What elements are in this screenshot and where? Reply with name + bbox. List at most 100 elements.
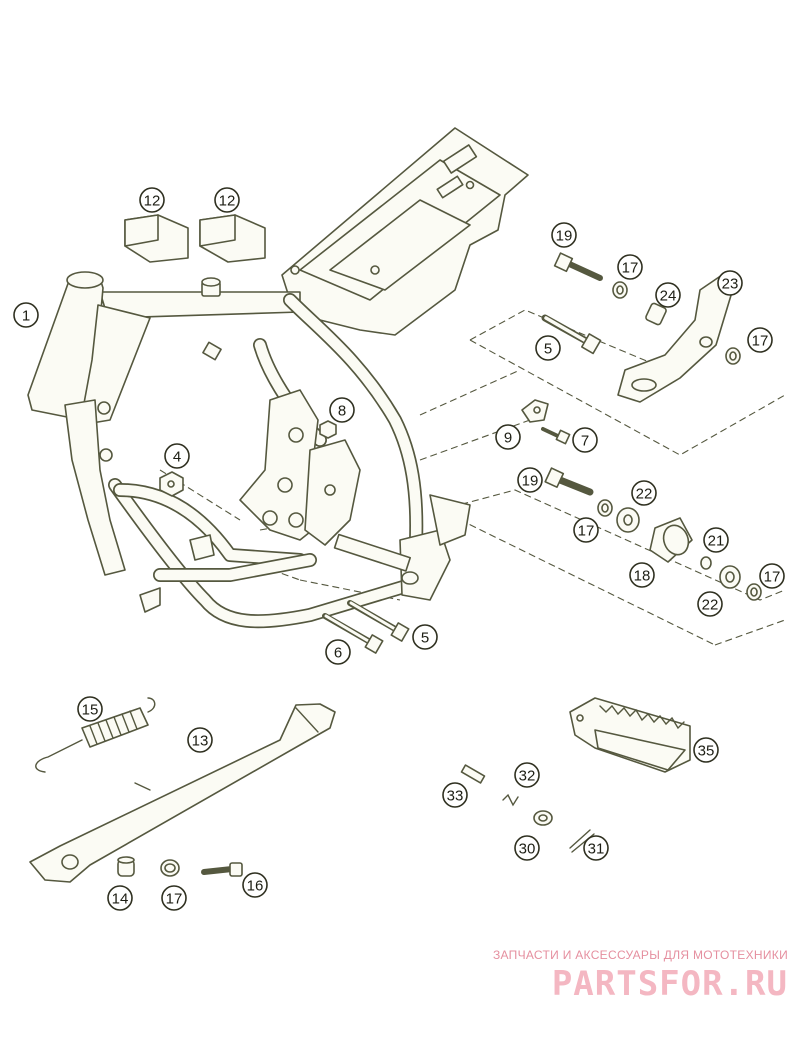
callout-c21: 21 [703,527,729,553]
callout-c8: 8 [329,397,355,423]
callout-circle [572,427,598,453]
footpeg-group [460,697,691,853]
callout-number: 1 [22,308,30,325]
callout-number: 23 [722,276,739,293]
callout-circle [693,737,719,763]
bolts [322,314,602,654]
callout-number: 35 [698,743,715,760]
callout-circle [631,480,657,506]
callout-c31: 31 [583,835,609,861]
watermark-tagline: ЗАПЧАСТИ И АКСЕССУАРЫ ДЛЯ МОТОТЕХНИКИ [492,948,788,962]
pivot-group [544,467,762,601]
callout-number: 7 [581,433,589,450]
callout-circle [77,696,103,722]
callout-c23: 23 [717,270,743,296]
callout-c14: 14 [107,885,133,911]
callout-number: 24 [660,288,677,305]
callout-c32: 32 [514,762,540,788]
callout-c17e: 17 [161,885,187,911]
callout-c7: 7 [572,427,598,453]
callout-number: 8 [338,403,346,420]
callout-circle [187,727,213,753]
callout-c5a: 5 [535,335,561,361]
callout-number: 13 [192,733,209,750]
callout-c22a: 22 [631,480,657,506]
side-stand-group [29,697,336,883]
callout-c24: 24 [655,282,681,308]
callout-circle [412,624,438,650]
callout-c17d: 17 [759,563,785,589]
callout-c33: 33 [442,782,468,808]
callout-number: 12 [144,193,161,210]
callout-number: 30 [519,841,536,858]
callout-c19a: 19 [551,222,577,248]
callout-number: 16 [247,878,264,895]
callout-circle [214,187,240,213]
callout-c12a: 12 [139,187,165,213]
callout-circle [13,302,39,328]
callout-c17a: 17 [617,254,643,280]
callout-circle [495,424,521,450]
callout-circle [164,443,190,469]
callout-c17b: 17 [747,327,773,353]
callout-circle [325,639,351,665]
callout-c22b: 22 [697,591,723,617]
frame-parts [124,214,337,497]
callout-circle [442,782,468,808]
callout-number: 21 [708,533,725,550]
callout-number: 5 [544,341,552,358]
callout-number: 14 [112,891,129,908]
callout-circle [655,282,681,308]
callout-c6: 6 [325,639,351,665]
callout-circle [573,517,599,543]
callout-number: 18 [634,568,651,585]
callout-circle [139,187,165,213]
callout-c13: 13 [187,727,213,753]
callout-circle [242,872,268,898]
callout-circle [583,835,609,861]
callout-circle [107,885,133,911]
callout-c17c: 17 [573,517,599,543]
callout-circle [703,527,729,553]
callout-circle [759,563,785,589]
callout-number: 15 [82,702,99,719]
callout-number: 17 [752,333,769,350]
callout-c9: 9 [495,424,521,450]
watermark: ЗАПЧАСТИ И АКСЕССУАРЫ ДЛЯ МОТОТЕХНИКИ PA… [493,948,788,1004]
callout-c15: 15 [77,696,103,722]
callout-circle [535,335,561,361]
callout-number: 6 [334,645,342,662]
callout-number: 19 [522,473,539,490]
callout-c19b: 19 [517,467,543,493]
watermark-brand: PARTSFOR.RU [551,964,788,1004]
callout-circle [551,222,577,248]
clip-group [521,399,571,445]
callout-c16: 16 [242,872,268,898]
callout-number: 4 [173,449,181,466]
callout-circle [329,397,355,423]
callout-c18: 18 [629,562,655,588]
spring [81,707,149,748]
callout-number: 17 [764,569,781,586]
callout-circle [161,885,187,911]
callout-circle [717,270,743,296]
callout-c35: 35 [693,737,719,763]
callout-circle [629,562,655,588]
callout-c5b: 5 [412,624,438,650]
callout-c4: 4 [164,443,190,469]
callout-c30: 30 [514,835,540,861]
callout-number: 12 [219,193,236,210]
callout-circle [747,327,773,353]
frame [27,127,529,629]
callout-c1: 1 [13,302,39,328]
callout-circle [517,467,543,493]
callout-number: 17 [166,891,183,908]
callout-circle [617,254,643,280]
callout-number: 33 [447,788,464,805]
callout-number: 9 [504,430,512,447]
callout-number: 19 [556,228,573,245]
callout-number: 22 [636,486,653,503]
brake-pedal-group [553,252,741,403]
callout-circle [514,835,540,861]
